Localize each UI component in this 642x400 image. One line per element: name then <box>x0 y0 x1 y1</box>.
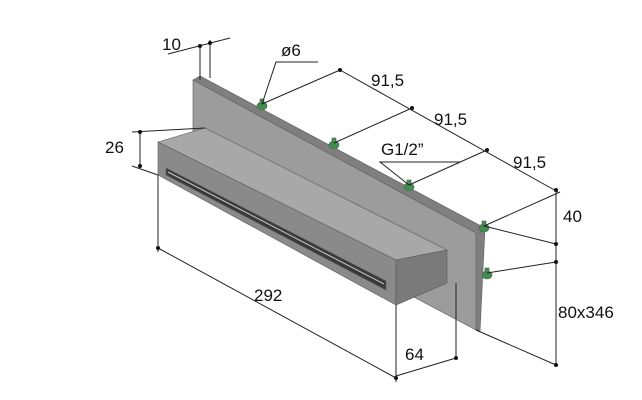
threaded-connector-icon <box>256 98 268 111</box>
label-plate-thickness: 10 <box>162 35 181 54</box>
label-thread: G1/2” <box>381 140 424 159</box>
slot-lip <box>167 171 385 285</box>
threaded-connector-icon <box>478 220 490 233</box>
spout <box>157 127 448 306</box>
dimension-lines <box>131 37 561 382</box>
threaded-connector-icon <box>403 179 415 192</box>
label-right-offset: 40 <box>563 207 582 226</box>
label-spout-length: 292 <box>254 286 282 305</box>
threaded-connector-icon <box>328 137 340 150</box>
label-plate-size: 80x346 <box>558 303 614 322</box>
label-bolt-diameter: ø6 <box>281 41 301 60</box>
label-spacing-2: 91,5 <box>434 110 467 129</box>
dimension-labels: 10 ø6 91,5 91,5 91,5 G1/2” 26 40 292 64 … <box>105 35 614 364</box>
water-outlet-slot <box>165 167 387 291</box>
threaded-connector-icon <box>481 267 493 280</box>
label-spacing-3: 91,5 <box>513 153 546 172</box>
label-spout-depth: 64 <box>405 345 424 364</box>
label-spacing-1: 91,5 <box>371 71 404 90</box>
spout-end-face <box>395 249 448 306</box>
label-spout-height: 26 <box>105 138 124 157</box>
